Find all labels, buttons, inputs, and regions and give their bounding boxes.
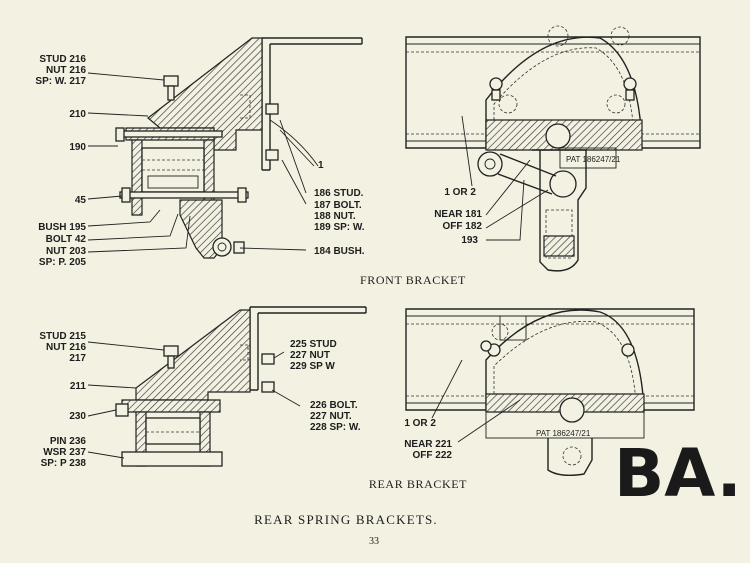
label-229-spw: 229 SP W [290, 361, 335, 372]
label-stud-215: STUD 215 [39, 331, 86, 342]
label-210: 210 [69, 109, 86, 120]
rear-patent-mark: PAT 186247/21 [536, 429, 591, 438]
label-spw-217: SP: W. 217 [35, 76, 86, 87]
label-189-spw: 189 SP: W. [314, 222, 365, 233]
label-nut-216-rear: NUT 216 [46, 342, 86, 353]
label-bush-195: BUSH 195 [38, 222, 86, 233]
label-near-181: NEAR 181 [434, 209, 482, 220]
label-227-nut-lower: 227 NUT. [310, 411, 352, 422]
label-near-221: NEAR 221 [404, 439, 452, 450]
label-225-stud: 225 STUD [290, 339, 337, 350]
label-188-nut: 188 NUT. [314, 211, 356, 222]
label-226-bolt: 226 BOLT. [310, 400, 358, 411]
label-228-spw: 228 SP: W. [310, 422, 361, 433]
front-bracket-section-view [115, 37, 363, 259]
label-wsr-237: WSR 237 [43, 447, 86, 458]
label-193: 193 [461, 235, 478, 246]
rear-bracket-caption: REAR BRACKET [369, 477, 467, 491]
label-227-nut: 227 NUT [290, 350, 330, 361]
label-off-182: OFF 182 [443, 221, 483, 232]
front-bracket-side-view [405, 25, 701, 272]
front-bracket-caption: FRONT BRACKET [360, 273, 466, 287]
page-number: 33 [369, 536, 379, 547]
label-stud-216: STUD 216 [39, 54, 86, 65]
label-187-bolt: 187 BOLT. [314, 200, 362, 211]
label-211: 211 [70, 381, 87, 392]
label-spp-238: SP: P 238 [41, 458, 87, 469]
rear-bracket-side-view [405, 308, 695, 477]
label-off-222: OFF 222 [413, 450, 453, 461]
rear-bracket-labels: STUD 215 NUT 216 217 211 230 PIN 236 WSR… [39, 331, 591, 491]
page-title: REAR SPRING BRACKETS. [254, 512, 438, 527]
rear-bracket-section-view [115, 306, 367, 467]
label-nut-216: NUT 216 [46, 65, 86, 76]
label-1: 1 [318, 160, 324, 171]
label-45: 45 [75, 195, 87, 206]
leader-lines [87, 72, 549, 459]
label-pin-236: PIN 236 [50, 436, 87, 447]
label-184-bush: 184 BUSH. [314, 246, 365, 257]
label-186-stud: 186 STUD. [314, 188, 364, 199]
front-bracket-labels: STUD 216 NUT 216 SP: W. 217 210 190 45 B… [35, 54, 620, 287]
label-bolt-42: BOLT 42 [46, 234, 87, 245]
label-nut-203: NUT 203 [46, 246, 86, 257]
label-230: 230 [69, 411, 86, 422]
label-1-or-2-rear: 1 OR 2 [404, 418, 436, 429]
label-1-or-2: 1 OR 2 [444, 187, 476, 198]
front-patent-mark: PAT 186247/21 [566, 155, 621, 164]
label-spp-205: SP: P. 205 [39, 257, 87, 268]
section-mark: BA. [614, 435, 742, 512]
label-217-rear: 217 [69, 353, 86, 364]
label-190: 190 [69, 142, 86, 153]
